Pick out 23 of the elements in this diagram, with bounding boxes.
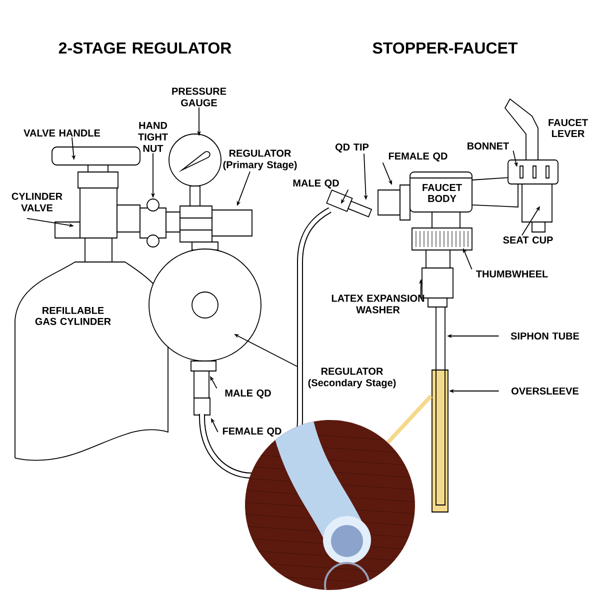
- part-label: MALE QD: [293, 180, 339, 188]
- part-label: MALE QD: [225, 390, 271, 398]
- part-label: LATEX EXPANSION WASHER: [332, 294, 424, 314]
- part-label: SIPHON TUBE: [510, 332, 580, 340]
- part-label: FAUCET LEVER: [548, 119, 588, 137]
- part-label: REGULATOR (Primary Stage): [223, 150, 297, 170]
- part-label: OVERSLEEVE: [512, 387, 579, 395]
- part-label: THUMBWHEEL: [476, 270, 548, 278]
- part-label: REGULATOR (Secondary Stage): [308, 368, 396, 388]
- part-label: REFILLABLE GAS CYLINDER: [35, 307, 111, 325]
- part-label: FEMALE QD: [388, 152, 448, 162]
- heading: 2-STAGE REGULATOR: [58, 42, 232, 54]
- part-label: FAUCET BODY: [422, 184, 462, 202]
- part-label: FEMALE QD: [222, 428, 282, 436]
- part-label: BONNET: [468, 142, 509, 150]
- part-label: HAND TIGHT NUT: [138, 122, 168, 152]
- part-label: SEAT CUP: [503, 236, 553, 244]
- heading: STOPPER-FAUCET: [372, 42, 518, 54]
- part-label: PRESSURE GAUGE: [172, 88, 226, 106]
- connector-line: [386, 394, 432, 444]
- part-label: CYLINDER VALVE: [12, 192, 62, 212]
- part-label: VALVE HANDLE: [24, 130, 100, 136]
- part-label: QD TIP: [335, 144, 369, 152]
